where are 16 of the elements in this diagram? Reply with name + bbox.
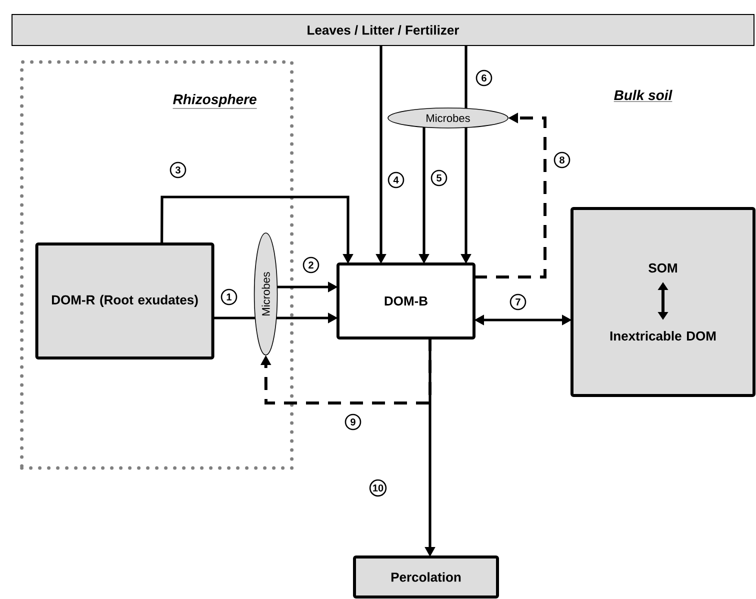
process-box: DOM-B: [336, 262, 476, 340]
edge-label: 10: [369, 479, 387, 497]
edge-label: 8: [554, 152, 570, 168]
edge-label: 7: [510, 294, 526, 310]
process-box: DOM-R (Root exudates): [35, 242, 214, 360]
edge-label: 5: [430, 170, 448, 186]
edge-label: 1: [220, 288, 238, 306]
edge-label: 9: [344, 414, 362, 430]
source-band: Leaves / Litter / Fertilizer: [12, 14, 754, 46]
edge-label: 3: [170, 162, 186, 178]
pool-box: SOM Inextricable DOM: [570, 207, 756, 397]
region-heading: Bulk soil: [614, 90, 672, 102]
edge-label: 2: [302, 256, 320, 274]
edge-label: 6: [476, 70, 492, 86]
process-box: Percolation: [353, 556, 499, 598]
edge-label: 4: [388, 172, 404, 188]
